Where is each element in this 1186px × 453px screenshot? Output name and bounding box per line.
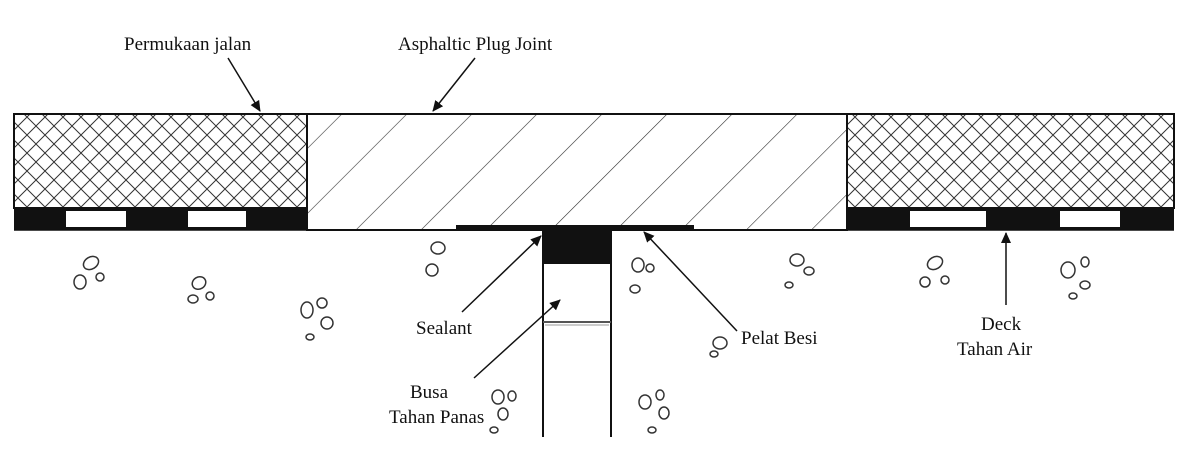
left-waterproof-deck <box>14 208 307 230</box>
label-sealant: Sealant <box>416 318 473 339</box>
label-foam-line2: Tahan Panas <box>389 407 484 428</box>
steel-plate <box>456 225 694 230</box>
arrow-plug-joint <box>432 57 476 112</box>
arrow-road-surface <box>227 57 261 112</box>
right-road-asphalt <box>846 113 1175 209</box>
sealant-block <box>543 230 611 264</box>
heat-resistant-foam <box>543 321 611 326</box>
label-deck-line2: Tahan Air <box>957 339 1033 360</box>
label-deck-line1: Deck <box>981 314 1022 335</box>
label-plug-joint: Asphaltic Plug Joint <box>398 34 553 55</box>
plug-joint-block <box>306 113 848 231</box>
arrow-foam <box>473 299 561 379</box>
label-foam-line1: Busa <box>410 382 449 403</box>
label-steel-plate: Pelat Besi <box>741 328 818 349</box>
right-waterproof-deck <box>847 208 1174 230</box>
arrow-sealant <box>461 235 542 313</box>
label-road-surface: Permukaan jalan <box>124 34 252 55</box>
arrow-steel-plate <box>643 231 738 332</box>
concrete-aggregate <box>73 241 1091 434</box>
left-road-asphalt <box>13 113 308 209</box>
